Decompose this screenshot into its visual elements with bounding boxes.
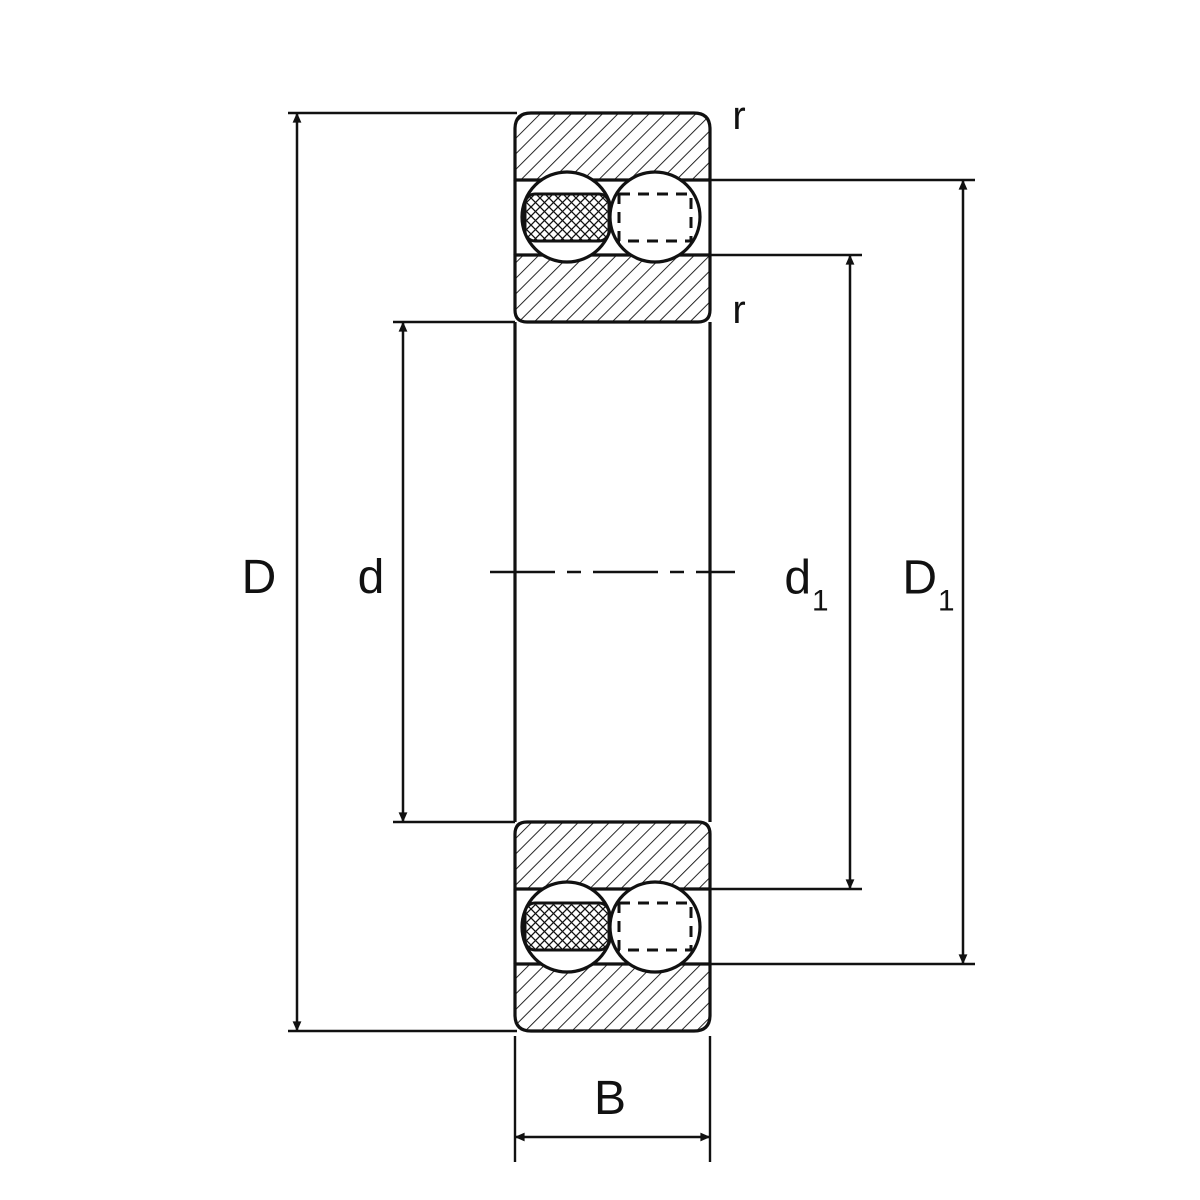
outer-ring-top-section <box>513 111 712 182</box>
label-d-text: d <box>357 551 385 604</box>
extension-lines <box>288 111 975 1162</box>
label-inner-shoulder-diameter-d1: d1 <box>784 551 828 616</box>
cage-pockets <box>617 192 693 952</box>
label-d1-subscript: 1 <box>811 584 829 618</box>
bearing-rings <box>513 111 712 1033</box>
label-chamfer-radius-inner-r: r <box>732 290 745 330</box>
ball-top-right <box>608 170 702 264</box>
cage-pocket-top <box>617 192 693 243</box>
label-width-B: B <box>594 1075 626 1123</box>
label-B-text: B <box>593 1072 627 1125</box>
ball-bottom-right <box>608 880 702 974</box>
inner-ring-bottom-section <box>513 820 712 891</box>
cage-sections <box>523 192 611 952</box>
label-outer-diameter-D: D <box>242 554 277 602</box>
cage-pocket-bottom <box>617 901 693 952</box>
outer-ring-bottom-section <box>513 962 712 1033</box>
label-outer-shoulder-diameter-D1: D1 <box>902 551 954 616</box>
cage-top-section <box>523 192 611 243</box>
label-D1-subscript: 1 <box>937 584 955 618</box>
label-r-outer-text: r <box>732 94 746 138</box>
label-r-inner-text: r <box>732 288 746 332</box>
label-d1-base: d <box>784 551 812 605</box>
dimension-lines <box>292 112 968 1142</box>
label-D-text: D <box>241 551 277 604</box>
cage-bottom-section <box>523 901 611 952</box>
inner-ring-top-section <box>513 253 712 324</box>
label-bore-diameter-d: d <box>358 554 385 602</box>
label-D1-base: D <box>902 551 938 605</box>
label-chamfer-radius-outer-r: r <box>732 96 745 136</box>
